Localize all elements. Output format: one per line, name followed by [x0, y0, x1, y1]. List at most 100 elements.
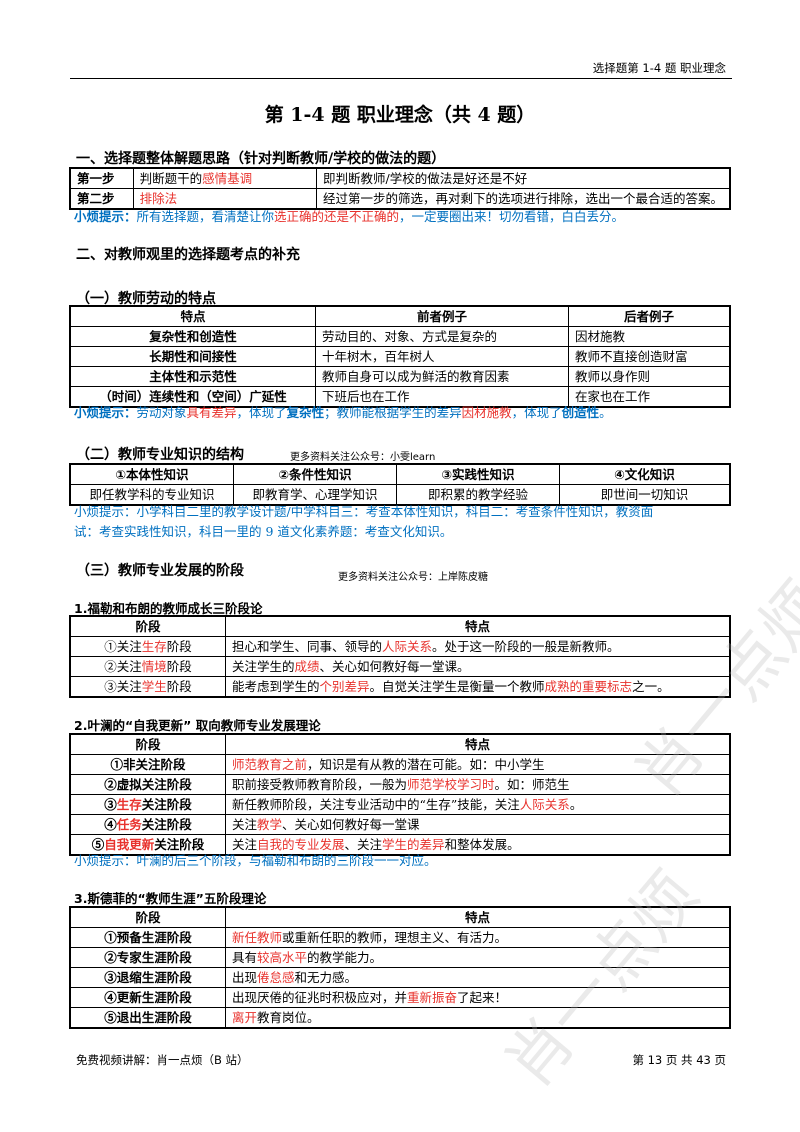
side-note: 更多资料关注公众号：上岸陈皮糖: [338, 572, 488, 583]
header-rule: [70, 78, 732, 79]
section1-tip: 小烦提示：所有选择题，看清楚让你选正确的还是不正确的，一定要圈出来！切勿看错，白…: [74, 209, 625, 224]
table-row: 主体性和示范性教师自身可以成为鲜活的教育因素教师以身作则: [69, 366, 731, 387]
table-row: ②虚拟关注阶段 职前接受教师教育阶段，一般为师范学校学习时。如：师范生: [69, 774, 731, 795]
table-row: ④更新生涯阶段 出现厌倦的征兆时积极应对，并重新振奋了起来！: [69, 987, 731, 1008]
table-row: 阶段 特点: [69, 615, 731, 637]
stage-cell: ①非关注阶段: [69, 754, 226, 775]
trait-cell: 主体性和示范性: [69, 366, 316, 387]
section1-heading: 一、选择题整体解题思路（针对判断教师/学校的做法的题）: [76, 151, 446, 167]
table-row: 即任教学科的专业知识 即教育学、心理学知识 即积累的教学经验 即世间一切知识: [69, 484, 731, 506]
cell: 教师自身可以成为鲜活的教育因素: [315, 366, 569, 387]
header-cell: 后者例子: [568, 305, 731, 327]
step-cell: 第二步: [69, 188, 134, 210]
table-row: ②关注情境阶段 关注学生的成绩、关心如何教好每一堂课。: [69, 656, 731, 677]
table-row: 特点 前者例子 后者例子: [69, 305, 731, 327]
cell: 即世间一切知识: [559, 484, 731, 506]
cell: 劳动目的、对象、方式是复杂的: [315, 326, 569, 347]
fuller-table: 阶段 特点 ①关注生存阶段 担心和学生、同事、领导的人际关系。处于这一阶段的一般…: [69, 615, 731, 698]
feature-cell: 担心和学生、同事、领导的人际关系。处于这一阶段的一般是新教师。: [225, 636, 731, 657]
feature-cell: 关注教学、关心如何教好每一堂课: [225, 814, 731, 835]
header-cell: ①本体性知识: [69, 463, 234, 485]
cell: 十年树木，百年树人: [315, 346, 569, 367]
table-row: ①关注生存阶段 担心和学生、同事、领导的人际关系。处于这一阶段的一般是新教师。: [69, 636, 731, 657]
step-label: 排除法: [132, 188, 317, 210]
stage-cell: ②虚拟关注阶段: [69, 774, 226, 795]
stage-cell: ④任务关注阶段: [69, 814, 226, 835]
stage-cell: ①预备生涯阶段: [69, 927, 226, 948]
header-cell: ②条件性知识: [233, 463, 397, 485]
cell: 教师以身作则: [568, 366, 731, 387]
step-desc: 经过第一步的筛选，再对剩下的选项进行排除，选出一个最合适的答案。: [315, 188, 731, 210]
header-cell: 特点: [225, 615, 731, 637]
stage-cell: ③退缩生涯阶段: [69, 967, 226, 988]
theory1-heading: 1.福勒和布朗的教师成长三阶段论: [74, 601, 263, 616]
trait-cell: 复杂性和创造性: [69, 326, 316, 347]
table-row: 第二步 排除法 经过第一步的筛选，再对剩下的选项进行排除，选出一个最合适的答案。: [69, 188, 731, 210]
stage-cell: ②关注情境阶段: [69, 656, 226, 677]
labor-traits-table: 特点 前者例子 后者例子 复杂性和创造性劳动目的、对象、方式是复杂的因材施教 长…: [69, 305, 731, 408]
page-number: 第 13 页 共 43 页: [632, 1053, 726, 1067]
header-cell: ④文化知识: [559, 463, 731, 485]
header-cell: 前者例子: [315, 305, 569, 327]
page-header: 选择题第 1-4 题 职业理念: [592, 61, 726, 75]
page-title: 第 1-4 题 职业理念（共 4 题）: [264, 104, 536, 126]
solve-steps-table: 第一步 判断题干的感情基调 即判断教师/学校的做法是好还是不好 第二步 排除法 …: [69, 167, 731, 210]
cell: 即教育学、心理学知识: [233, 484, 397, 506]
feature-cell: 新任教师阶段，关注专业活动中的“生存”技能，关注人际关系。: [225, 794, 731, 815]
feature-cell: 关注自我的专业发展、关注学生的差异和整体发展。: [225, 834, 731, 856]
trait-cell: （时间）连续性和（空间）广延性: [69, 386, 316, 408]
stage-cell: ⑤自我更新关注阶段: [69, 834, 226, 856]
table-row: ③生存关注阶段 新任教师阶段，关注专业活动中的“生存”技能，关注人际关系。: [69, 794, 731, 815]
step-label: 判断题干的感情基调: [132, 167, 317, 189]
cell: 在家也在工作: [568, 386, 731, 408]
table-row: ①本体性知识 ②条件性知识 ③实践性知识 ④文化知识: [69, 463, 731, 485]
feature-cell: 离开教育岗位。: [225, 1007, 731, 1029]
table-row: ⑤退出生涯阶段 离开教育岗位。: [69, 1007, 731, 1029]
cell: 即任教学科的专业知识: [69, 484, 234, 506]
part2-tip-line1: 小烦提示：小学科目二里的教学设计题/中学科目三：考查本体性知识，科目二：考查条件…: [74, 504, 654, 519]
part2-tip-line2: 试：考查实践性知识，科目一里的 9 道文化素养题：考查文化知识。: [74, 524, 453, 539]
theory2-tip: 小烦提示：叶澜的后三个阶段，与福勒和布朗的三阶段一一对应。: [74, 853, 437, 868]
side-note: 更多资料关注公众号：小雯learn: [290, 452, 436, 463]
part2-heading: （二）教师专业知识的结构: [76, 447, 244, 463]
theory3-heading: 3.斯德菲的“教师生涯”五阶段理论: [74, 891, 267, 906]
table-row: ②专家生涯阶段 具有较高水平的教学能力。: [69, 947, 731, 968]
table-row: （时间）连续性和（空间）广延性下班后也在工作在家也在工作: [69, 386, 731, 408]
table-row: 阶段 特点: [69, 733, 731, 755]
step-desc: 即判断教师/学校的做法是好还是不好: [315, 167, 731, 189]
steffy-table: 阶段 特点 ①预备生涯阶段 新任教师或重新任职的教师，理想主义、有活力。 ②专家…: [69, 906, 731, 1029]
section2-heading: 二、对教师观里的选择题考点的补充: [76, 247, 300, 263]
stage-cell: ②专家生涯阶段: [69, 947, 226, 968]
cell: 下班后也在工作: [315, 386, 569, 408]
table-row: 长期性和间接性十年树木，百年树人教师不直接创造财富: [69, 346, 731, 367]
trait-cell: 长期性和间接性: [69, 346, 316, 367]
table-row: 复杂性和创造性劳动目的、对象、方式是复杂的因材施教: [69, 326, 731, 347]
feature-cell: 出现厌倦的征兆时积极应对，并重新振奋了起来！: [225, 987, 731, 1008]
theory2-heading: 2.叶澜的“自我更新” 取向教师专业发展理论: [74, 718, 321, 733]
part1-heading: （一）教师劳动的特点: [76, 291, 216, 307]
stage-cell: ①关注生存阶段: [69, 636, 226, 657]
table-row: ③关注学生阶段 能考虑到学生的个别差异。自觉关注学生是衡量一个教师成熟的重要标志…: [69, 676, 731, 698]
cell: 即积累的教学经验: [396, 484, 560, 506]
header-cell: 阶段: [69, 733, 226, 755]
stage-cell: ④更新生涯阶段: [69, 987, 226, 1008]
footer-left: 免费视频讲解：肖一点烦（B 站）: [76, 1053, 249, 1067]
part1-tip: 小烦提示：劳动对象具有差异，体现了复杂性；教师能根据学生的差异因材施教，体现了创…: [74, 405, 612, 420]
yelan-table: 阶段 特点 ①非关注阶段 师范教育之前，知识是有从教的潜在可能。如：中小学生 ②…: [69, 733, 731, 856]
header-cell: 阶段: [69, 615, 226, 637]
step-cell: 第一步: [69, 167, 134, 189]
stage-cell: ③生存关注阶段: [69, 794, 226, 815]
table-row: 第一步 判断题干的感情基调 即判断教师/学校的做法是好还是不好: [69, 167, 731, 189]
header-cell: 特点: [69, 305, 316, 327]
stage-cell: ⑤退出生涯阶段: [69, 1007, 226, 1029]
cell: 教师不直接创造财富: [568, 346, 731, 367]
cell: 因材施教: [568, 326, 731, 347]
feature-cell: 能考虑到学生的个别差异。自觉关注学生是衡量一个教师成熟的重要标志之一。: [225, 676, 731, 698]
stage-cell: ③关注学生阶段: [69, 676, 226, 698]
header-cell: ③实践性知识: [396, 463, 560, 485]
header-cell: 阶段: [69, 906, 226, 928]
knowledge-table: ①本体性知识 ②条件性知识 ③实践性知识 ④文化知识 即任教学科的专业知识 即教…: [69, 463, 731, 506]
table-row: ⑤自我更新关注阶段 关注自我的专业发展、关注学生的差异和整体发展。: [69, 834, 731, 856]
feature-cell: 关注学生的成绩、关心如何教好每一堂课。: [225, 656, 731, 677]
part3-heading: （三）教师专业发展的阶段: [76, 563, 244, 579]
